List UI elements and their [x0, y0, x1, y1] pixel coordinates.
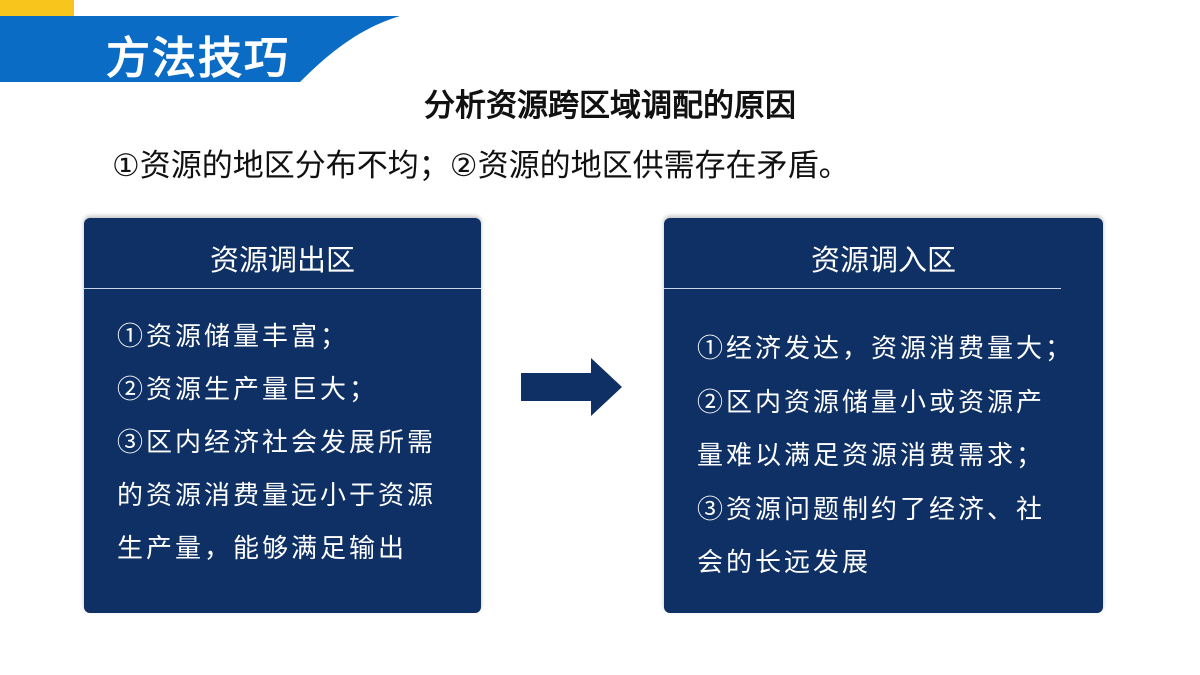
- export-region-body: ①资源储量丰富； ②资源生产量巨大； ③区内经济社会发展所需 的资源消费量远小于…: [84, 289, 481, 576]
- import-region-line: ②区内资源储量小或资源产: [697, 387, 1046, 418]
- page-title: 方法技巧: [106, 33, 290, 84]
- export-region-title: 资源调出区: [209, 243, 355, 277]
- import-region-line: 量难以满足资源消费需求；: [697, 441, 1046, 471]
- export-region-card: 资源调出区 ①资源储量丰富； ②资源生产量巨大； ③区内经济社会发展所需 的资源…: [84, 218, 481, 613]
- import-region-title: 资源调入区: [810, 243, 956, 277]
- reasons-text: ①资源的地区分布不均；②资源的地区供需存在矛盾。: [112, 148, 850, 184]
- export-region-line: 生产量，能够满足输出: [117, 534, 408, 564]
- export-region-line: ①资源储量丰富；: [117, 322, 350, 352]
- import-region-line: 会的长远发展: [697, 548, 872, 578]
- import-region-body: ①经济发达，资源消费量大； ②区内资源储量小或资源产 量难以满足资源消费需求； …: [664, 289, 1103, 591]
- import-region-divider: [664, 288, 1061, 289]
- export-region-divider: [84, 288, 481, 289]
- export-region-line: ②资源生产量巨大；: [117, 375, 379, 405]
- import-region-card: 资源调入区 ①经济发达，资源消费量大； ②区内资源储量小或资源产 量难以满足资源…: [664, 218, 1103, 613]
- export-region-line: ③区内经济社会发展所需: [117, 428, 437, 458]
- export-region-line: 的资源消费量远小于资源: [117, 481, 437, 511]
- arrow-right-icon: [521, 358, 622, 416]
- import-region-line: ①经济发达，资源消费量大；: [697, 334, 1075, 364]
- header-banner: 方法技巧: [0, 0, 400, 90]
- section-subtitle: 分析资源跨区域调配的原因: [424, 88, 796, 124]
- banner-shape: [0, 0, 400, 82]
- import-region-line: ③资源问题制约了经济、社: [697, 494, 1046, 525]
